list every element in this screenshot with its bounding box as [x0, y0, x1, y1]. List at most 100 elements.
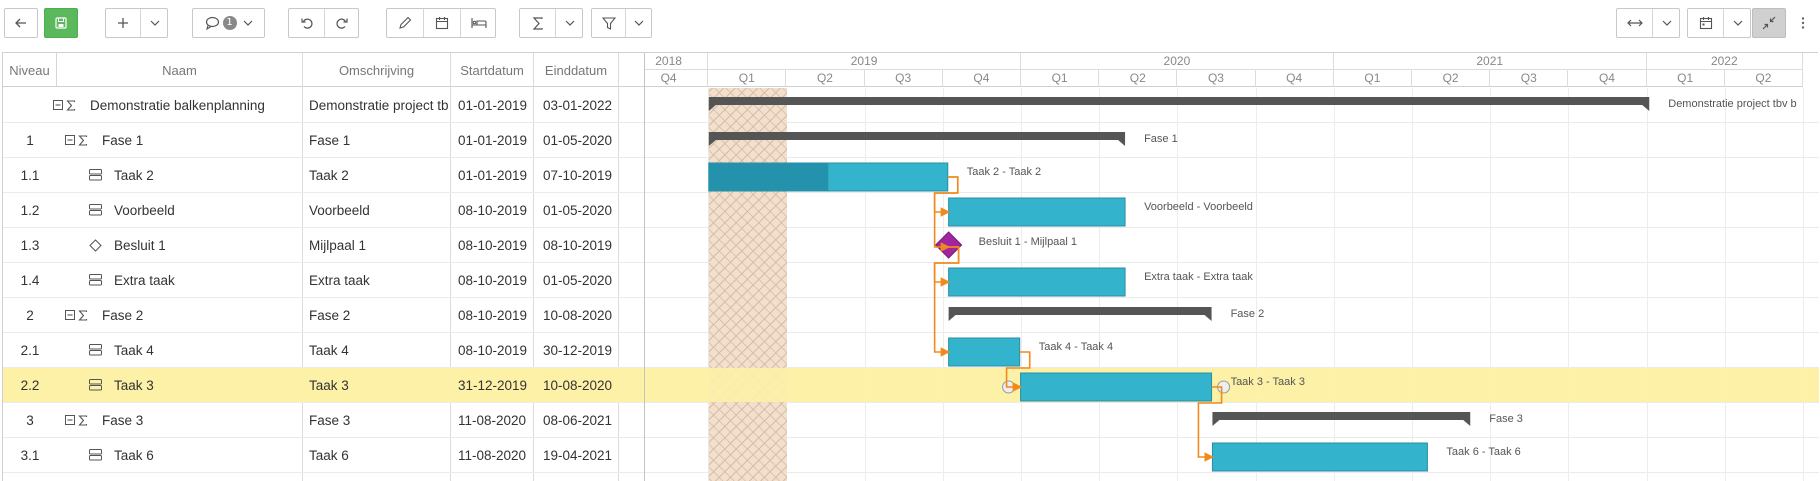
dependency-arrow[interactable] — [1005, 351, 1031, 392]
selected-row-highlight — [645, 368, 1819, 402]
table-row[interactable]: Demonstratie balkenplanning Demonstratie … — [3, 88, 1819, 123]
resource-button[interactable] — [461, 9, 496, 37]
timeline-quarter: Q3 — [1177, 70, 1256, 87]
row-naam[interactable]: Demonstratie balkenplanning — [53, 88, 303, 122]
summary-bar[interactable] — [708, 132, 1126, 146]
back-button[interactable] — [4, 8, 38, 38]
sum-button[interactable] — [520, 9, 555, 37]
row-omschrijving: Demonstratie project tb — [309, 97, 449, 113]
filter-dropdown-button[interactable] — [626, 9, 652, 37]
calendar-icon — [435, 17, 449, 30]
row-omschrijving: Fase 1 — [309, 132, 351, 148]
row-einddatum: 08-06-2021 — [543, 412, 613, 428]
add-dropdown-button[interactable] — [141, 9, 168, 37]
summary-bar[interactable] — [948, 307, 1212, 321]
collapse-toggle-icon[interactable] — [53, 100, 63, 110]
add-button-group — [105, 8, 168, 38]
row-niveau: 2.1 — [20, 342, 40, 358]
row-naam[interactable]: Voorbeeld — [89, 193, 303, 227]
task-bar[interactable] — [948, 267, 1126, 297]
timeline-year: 2018 — [645, 53, 709, 70]
timeline-gridline — [1803, 88, 1804, 481]
task-icon — [89, 204, 102, 216]
collapse-toggle-icon[interactable] — [65, 310, 75, 320]
timescale-button[interactable] — [1688, 9, 1723, 37]
fit-width-button[interactable] — [1617, 9, 1652, 37]
row-omschrijving: Taak 4 — [309, 342, 349, 358]
column-header-startdatum[interactable]: Startdatum — [451, 53, 534, 87]
calendar-button[interactable] — [424, 9, 460, 37]
row-niveau: 1.4 — [20, 272, 40, 288]
more-options-button[interactable] — [1790, 8, 1816, 38]
add-button[interactable] — [106, 9, 140, 37]
dependency-arrow[interactable] — [1197, 386, 1223, 462]
timeline-quarter: Q2 — [786, 70, 865, 87]
row-naam[interactable]: Taak 3 — [89, 368, 303, 402]
dependency-arrow[interactable] — [933, 246, 960, 357]
row-omschrijving: Extra taak — [309, 272, 370, 288]
edit-button[interactable] — [387, 9, 423, 37]
timeline-quarter: Q1 — [708, 70, 787, 87]
undo-button[interactable] — [289, 9, 324, 37]
row-naam[interactable]: Fase 1 — [65, 123, 303, 157]
timeline-gridline — [864, 88, 866, 481]
filter-button[interactable] — [592, 9, 625, 37]
fit-width-dropdown-button[interactable] — [1653, 9, 1680, 37]
row-naam[interactable]: Fase 2 — [65, 298, 303, 332]
task-icon — [89, 344, 102, 356]
collapse-button[interactable] — [1752, 8, 1786, 38]
row-naam[interactable]: Taak 4 — [89, 333, 303, 367]
bar-label: Fase 1 — [1144, 133, 1178, 145]
row-naam[interactable]: Extra taak — [89, 263, 303, 297]
task-bar[interactable] — [1020, 372, 1213, 402]
row-naam[interactable]: Taak 6 — [89, 438, 303, 472]
timeline-gridline — [1333, 88, 1335, 481]
dependency-arrow[interactable] — [933, 176, 959, 252]
column-header-omschrijving[interactable]: Omschrijving — [303, 53, 451, 87]
sum-dropdown-button[interactable] — [556, 9, 583, 37]
row-naam[interactable]: Taak 2 — [89, 158, 303, 192]
save-button[interactable] — [44, 8, 78, 38]
column-header-einddatum[interactable]: Einddatum — [534, 53, 619, 87]
column-header-niveau[interactable]: Niveau — [3, 53, 57, 87]
row-einddatum: 03-01-2022 — [543, 97, 613, 113]
summary-bar[interactable] — [708, 97, 1650, 111]
timeline-quarter: Q4 — [645, 70, 709, 87]
row-naam-label: Taak 2 — [114, 167, 154, 183]
row-naam[interactable]: Besluit 1 — [89, 228, 303, 262]
task-bar[interactable] — [1211, 442, 1428, 472]
row-niveau: 1.2 — [20, 202, 40, 218]
collapse-toggle-icon[interactable] — [65, 415, 75, 425]
fit-width-group — [1616, 8, 1680, 38]
sigma-icon — [532, 16, 543, 30]
row-naam[interactable]: Fase 3 — [65, 403, 303, 437]
timeline-year: 2019 — [708, 53, 1021, 70]
grid-timeline-splitter[interactable] — [644, 53, 645, 481]
toolbar: 1 — [0, 0, 1820, 44]
timescale-dropdown-button[interactable] — [1724, 9, 1751, 37]
row-startdatum: 08-10-2019 — [458, 272, 528, 288]
comments-button[interactable]: 1 — [192, 8, 265, 38]
task-bar[interactable] — [948, 197, 1126, 227]
redo-button[interactable] — [325, 9, 359, 37]
timeline-quarter: Q2 — [1724, 70, 1803, 87]
timeline-quarter: Q2 — [1412, 70, 1491, 87]
task-bar[interactable] — [948, 337, 1021, 367]
bar-label: Taak 2 - Taak 2 — [966, 166, 1042, 178]
milestone-icon — [89, 238, 102, 252]
row-startdatum: 01-01-2019 — [458, 97, 528, 113]
column-header-naam[interactable]: Naam — [57, 53, 303, 87]
summary-bar[interactable] — [1212, 412, 1471, 426]
milestone-diamond[interactable] — [934, 231, 963, 259]
collapse-toggle-icon[interactable] — [65, 135, 75, 145]
edit-tools-group — [386, 8, 496, 38]
